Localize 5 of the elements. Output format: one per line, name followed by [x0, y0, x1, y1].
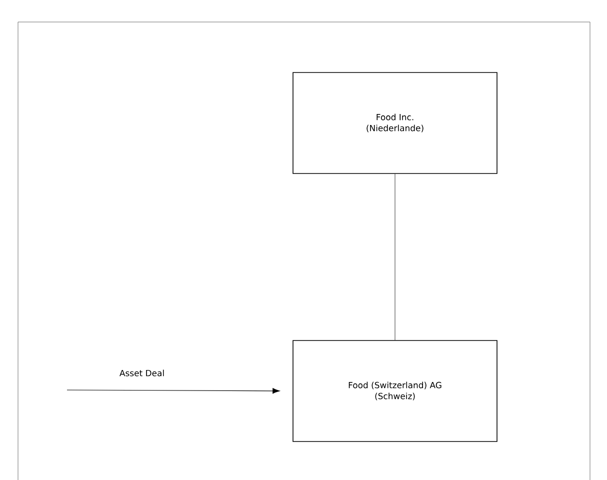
entity-box: Food Inc. (Niederlande) — [292, 72, 498, 174]
edge-label: Asset Deal — [120, 370, 164, 376]
connector-line — [394, 174, 396, 340]
entity-box: Food (Switzerland) AG (Schweiz) — [292, 340, 498, 442]
arrow — [66, 388, 280, 394]
